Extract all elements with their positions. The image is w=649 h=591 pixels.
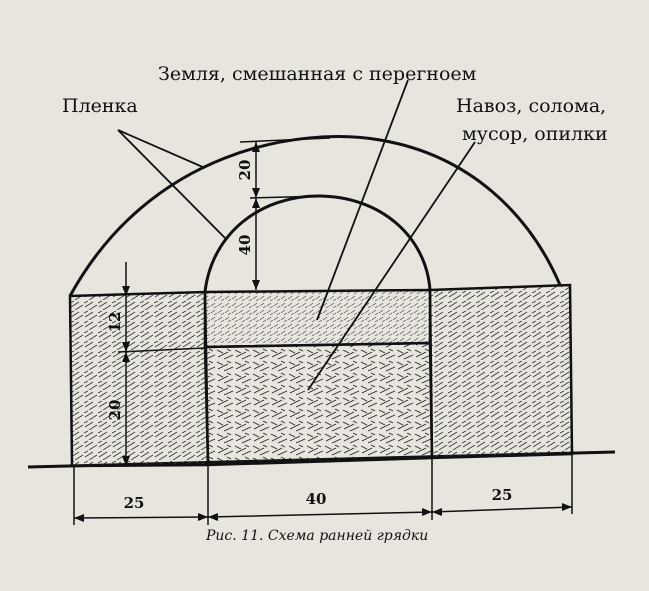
left-bed-block — [68, 290, 210, 468]
manure-label-line1: Навоз, солома, — [456, 95, 606, 117]
dim-arrow — [208, 513, 218, 521]
dim-arrow — [422, 508, 432, 516]
dim-arrow — [122, 286, 130, 296]
dim-right-width: 25 — [492, 486, 513, 504]
dim-manure-layer: 20 — [106, 400, 124, 421]
dim-arrow — [562, 503, 572, 511]
dim-arrow — [252, 198, 260, 208]
dim-left-width: 25 — [124, 494, 145, 512]
manure-layer — [203, 341, 434, 467]
dim-outer-gap: 20 — [236, 160, 254, 181]
film-leader-1 — [117, 129, 206, 169]
right-bed-block — [428, 283, 574, 460]
dim-arrow — [74, 514, 84, 522]
dim-arrow — [252, 280, 260, 290]
outer-film-arch — [68, 135, 562, 297]
dim-arrow — [198, 513, 208, 521]
soil-label: Земля, смешанная с перегноем — [158, 63, 477, 85]
dim-arrow — [252, 142, 260, 152]
manure-label-line2: мусор, опилки — [462, 123, 608, 145]
manure-leader — [307, 141, 476, 391]
dim-line-bottom — [73, 506, 573, 519]
dim-arrow — [252, 188, 260, 198]
film-leader-2 — [117, 129, 226, 239]
film-label: Пленка — [62, 95, 138, 117]
dim-tick-inner-top — [249, 195, 326, 199]
dim-arrow — [432, 508, 442, 516]
dim-inner-height: 40 — [236, 235, 254, 256]
dim-tick-outer-top — [239, 137, 331, 143]
figure-caption: Рис. 11. Схема ранней грядки — [205, 528, 428, 544]
dim-tick-layer-split — [117, 347, 206, 353]
dim-arrow — [122, 456, 130, 466]
dim-center-width: 40 — [306, 490, 327, 508]
dim-arrow — [122, 352, 130, 362]
dim-arrow — [122, 342, 130, 352]
soil-leader — [316, 79, 409, 321]
dim-soil-layer: 12 — [106, 312, 124, 333]
